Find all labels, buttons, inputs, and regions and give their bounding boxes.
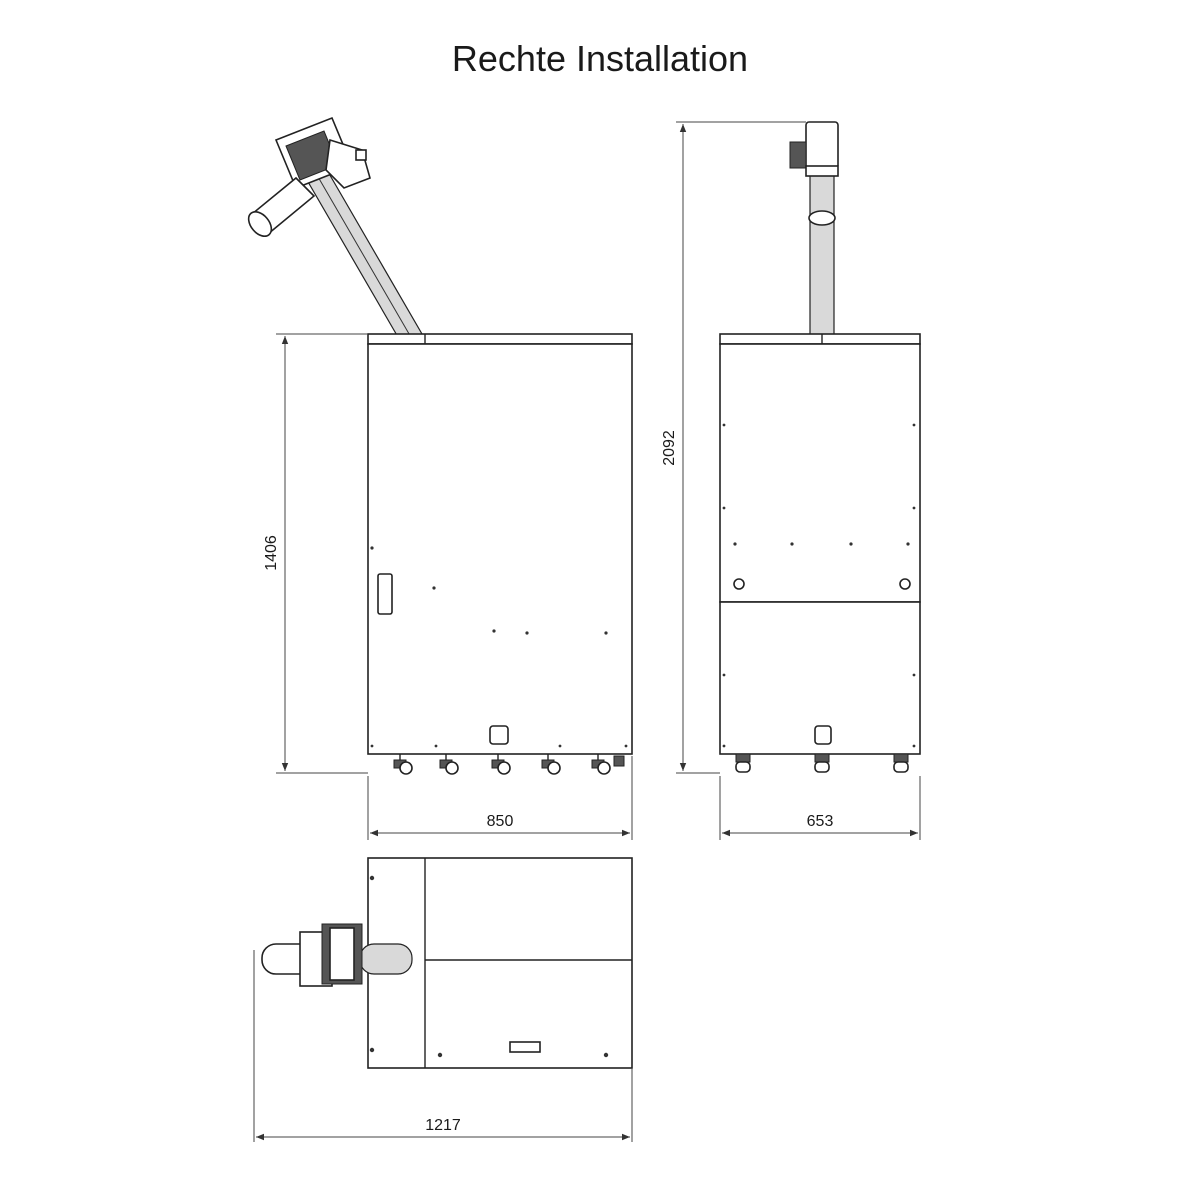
- front-inspection-hatch: [489, 725, 509, 745]
- dim-top-length: 1217: [425, 1117, 461, 1134]
- side-motor-head: [789, 121, 839, 177]
- side-cabinet-upper: [719, 343, 921, 603]
- dim-front-width: 850: [487, 813, 514, 830]
- drawing-title: Rechte Installation: [451, 38, 749, 79]
- dimension-lines: [253, 121, 921, 1142]
- front-motor-head: [247, 116, 371, 237]
- front-castors: [393, 754, 625, 775]
- dim-side-width: 653: [807, 813, 834, 830]
- side-view: [719, 121, 921, 773]
- dim-front-height: 1406: [263, 535, 280, 571]
- side-port-right: [899, 578, 911, 590]
- side-bolts: [722, 423, 916, 748]
- top-view: [261, 857, 633, 1069]
- top-bolts: [369, 875, 609, 1058]
- side-lid: [719, 333, 921, 345]
- front-handle: [377, 573, 393, 615]
- front-view: [247, 116, 633, 775]
- front-cabinet: [367, 343, 633, 755]
- side-castors: [735, 753, 909, 773]
- side-auger-tube: [809, 167, 835, 337]
- top-auger: [261, 923, 413, 987]
- side-port-left: [733, 578, 745, 590]
- front-lid: [367, 333, 633, 345]
- front-auger-tube: [299, 157, 423, 345]
- top-handle-slot: [509, 1041, 541, 1053]
- side-inspection-hatch: [814, 725, 832, 745]
- dim-side-height: 2092: [661, 430, 678, 466]
- front-bolts: [370, 546, 628, 748]
